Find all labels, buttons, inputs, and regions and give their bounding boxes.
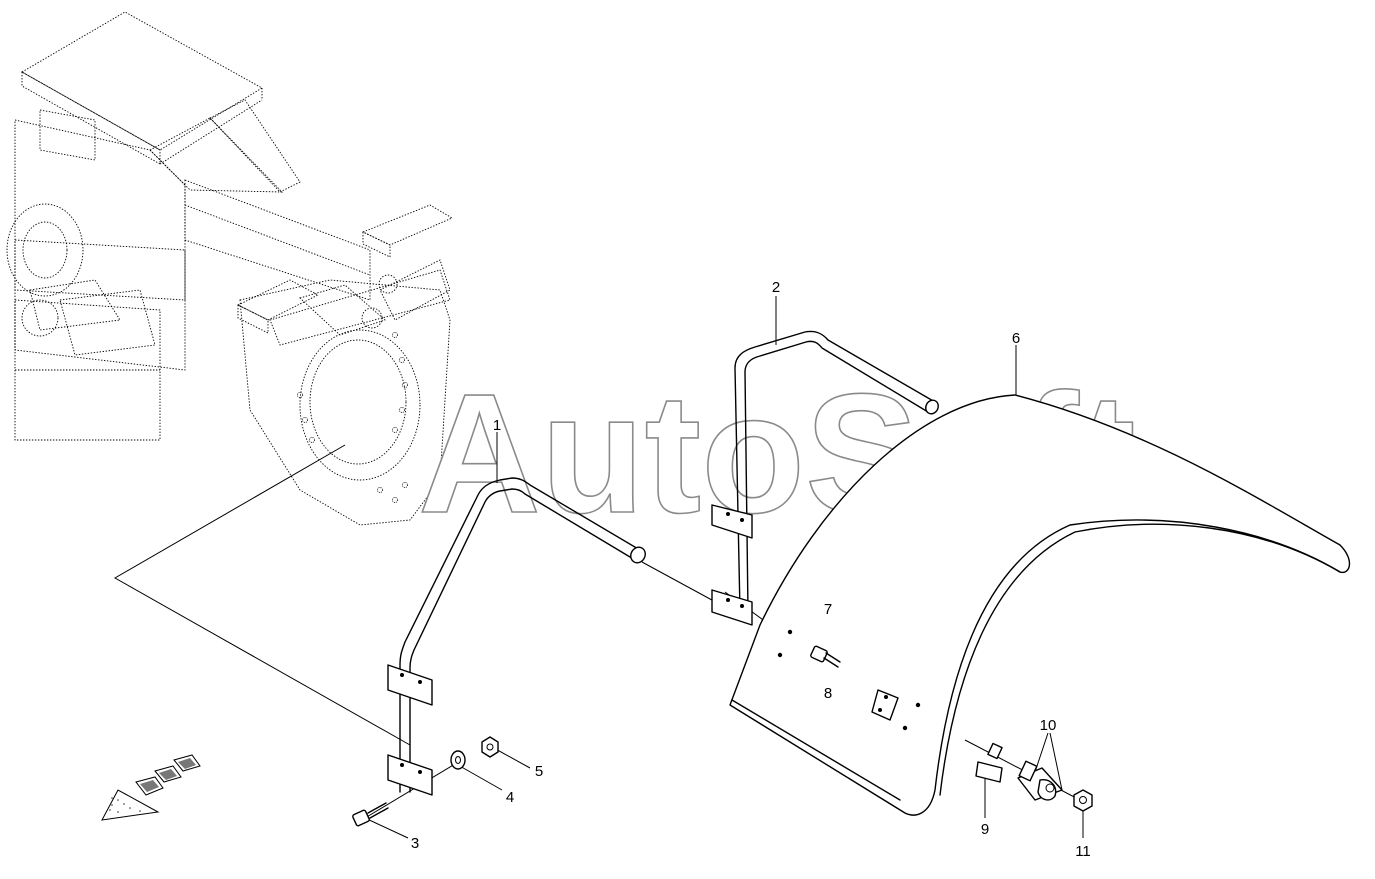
callout-8: 8	[824, 685, 832, 702]
callout-1: 1	[493, 417, 501, 434]
tractor-frame	[6, 11, 453, 526]
part-5-nut	[481, 736, 499, 758]
part-10-clamp-assembly	[1017, 760, 1063, 801]
callout-5: 5	[535, 763, 543, 780]
part-3-bolt	[352, 802, 389, 827]
callout-3: 3	[411, 835, 419, 852]
callout-10: 10	[1040, 717, 1057, 734]
callout-9: 9	[981, 821, 989, 838]
callouts: 1 2 3 4 5 6 7 8 9 10 11	[411, 279, 1091, 860]
part-9-clamp	[975, 742, 1003, 783]
forward-direction-arrow-icon	[101, 754, 201, 821]
part-1-bracket	[387, 477, 646, 796]
part-4-washer	[450, 750, 466, 770]
part-8-clip	[871, 689, 899, 721]
part-2-bracket	[711, 330, 939, 626]
callout-4: 4	[506, 789, 514, 806]
part-11-nut	[1073, 789, 1093, 812]
callout-6: 6	[1012, 330, 1020, 347]
fender-holes	[777, 629, 921, 731]
part-7-bolt	[810, 645, 841, 668]
callout-2: 2	[772, 279, 780, 296]
callout-7: 7	[824, 601, 832, 618]
callout-11: 11	[1075, 843, 1091, 860]
